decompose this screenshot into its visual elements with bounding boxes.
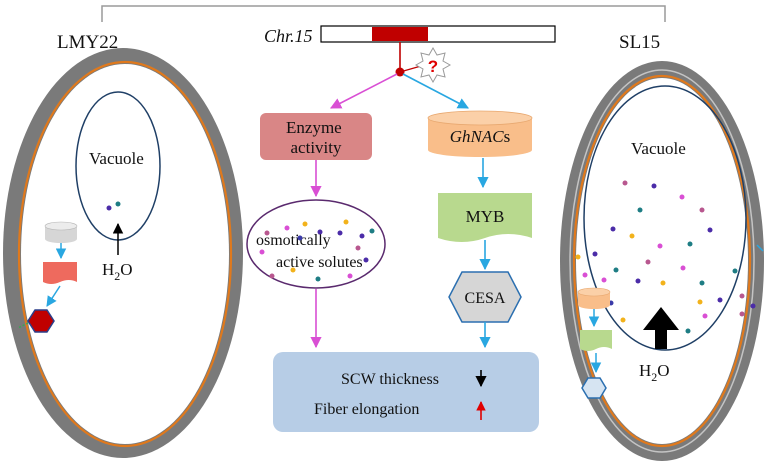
ghnacs-text: GhNACs (450, 127, 510, 146)
solute-dot (699, 207, 705, 213)
solute-dot (699, 280, 705, 286)
solute-dot (363, 257, 369, 263)
right-cell-membrane (572, 74, 752, 448)
solute-dot (359, 233, 365, 239)
right-water-arrow (643, 307, 679, 349)
myb-text: MYB (466, 207, 505, 226)
outcome-box (273, 352, 539, 432)
arrow-to-enzyme (330, 73, 398, 109)
solute-dot (732, 268, 738, 274)
right-water-label: H2O (639, 361, 670, 384)
enzyme-activity-text: Enzyme activity (286, 118, 346, 157)
solute-dot (317, 229, 323, 235)
left-vacuole-dot (106, 205, 112, 211)
solute-dot (592, 251, 598, 257)
comparison-bracket (101, 5, 666, 22)
star-badge-icon: ? (414, 46, 452, 84)
arrow-to-ghnacs (402, 73, 469, 109)
right-vacuole-label: Vacuole (631, 139, 686, 158)
solute-dot (259, 249, 265, 255)
solute-dot (264, 230, 270, 236)
solute-dot (707, 227, 713, 233)
left-vacuole-label: Vacuole (89, 149, 144, 168)
solute-dot (620, 317, 626, 323)
left-vacuole-dot (115, 201, 121, 207)
solute-dot (687, 241, 693, 247)
solute-dot (302, 221, 308, 227)
solute-dot (702, 313, 708, 319)
solute-dot (622, 180, 628, 186)
left-cell-label: LMY22 (57, 32, 118, 53)
chromosome-bar (320, 25, 556, 43)
solute-dot (685, 328, 691, 334)
left-membrane-link (17, 322, 29, 329)
cesa-text: CESA (465, 290, 506, 307)
right-cell-wall-inner-line (569, 69, 755, 453)
chromosome-label: Chr.15 (264, 26, 313, 46)
right-vacuole (583, 85, 747, 351)
solute-dot (343, 219, 349, 225)
enzyme-activity-box (260, 113, 372, 160)
left-small-cylinder (44, 221, 78, 243)
solute-dot (601, 277, 607, 283)
solute-dot (575, 254, 581, 260)
solute-dot (315, 276, 321, 282)
solute-dot (613, 267, 619, 273)
solute-dot (290, 267, 296, 273)
chromosome-band (372, 27, 428, 41)
right-cell: Vacuole H2O (560, 61, 764, 461)
solute-dots (259, 219, 375, 282)
solute-dot (347, 273, 353, 279)
solute-dot (657, 243, 663, 249)
myb-box (438, 193, 532, 242)
left-red-hexagon (27, 309, 55, 333)
right-small-hexagon (581, 377, 607, 399)
left-cell: Vacuole H2O (3, 48, 243, 458)
left-water-label: H2O (102, 260, 133, 283)
left-small-flag (43, 262, 77, 284)
solute-dot (610, 226, 616, 232)
solute-dot (355, 245, 361, 251)
solute-dot (679, 194, 685, 200)
solute-dot (284, 225, 290, 231)
solute-dot (739, 293, 745, 299)
badge-connector (399, 65, 422, 73)
left-arrow-2 (46, 285, 61, 307)
right-small-cylinder (577, 287, 611, 309)
left-cell-membrane (17, 60, 233, 448)
right-cell-interior (576, 78, 748, 444)
solute-dot (582, 272, 588, 278)
solutes-text: osmotically active solutes (256, 232, 363, 271)
solute-dot (637, 207, 643, 213)
right-membrane-link (756, 244, 764, 252)
solute-dot (717, 297, 723, 303)
solute-dot (269, 273, 275, 279)
solute-dot (750, 303, 756, 309)
solute-dot (297, 235, 303, 241)
solute-dot (680, 265, 686, 271)
right-small-flag (580, 330, 612, 351)
solute-dot (337, 230, 343, 236)
question-mark: ? (428, 57, 438, 76)
left-cell-interior (21, 64, 229, 444)
solute-dot (739, 311, 745, 317)
solute-dot (660, 280, 666, 286)
solutes-ellipse (246, 199, 386, 289)
solute-dot (629, 233, 635, 239)
solute-dot (697, 299, 703, 305)
solute-dot (645, 259, 651, 265)
scw-thickness-text: SCW thickness (341, 371, 439, 388)
ghnacs-cylinder (427, 110, 533, 157)
solute-dot (635, 278, 641, 284)
right-vacuole-dots (575, 180, 756, 334)
solute-dot (369, 228, 375, 234)
fiber-elongation-text: Fiber elongation (314, 401, 419, 418)
solute-dot (651, 183, 657, 189)
cesa-hexagon (448, 271, 522, 323)
right-cell-label: SL15 (619, 32, 660, 53)
